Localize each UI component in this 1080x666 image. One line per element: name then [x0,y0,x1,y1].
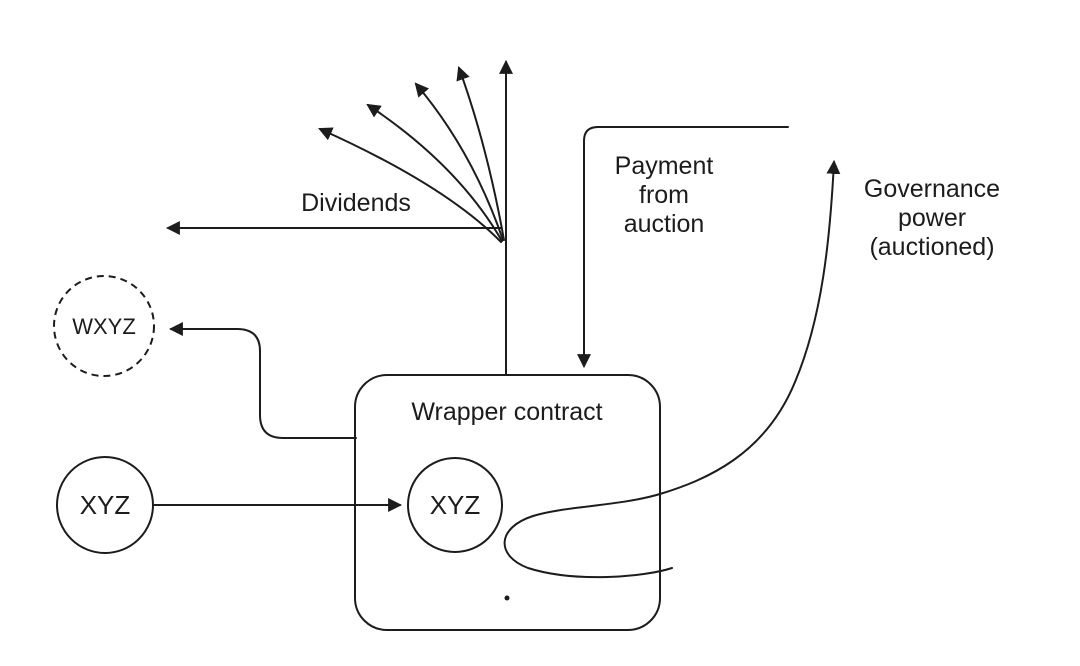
dividends-fan-arrow-3 [366,103,503,242]
wxyz-circle [53,275,155,377]
wrapper-contract-label: Wrapper contract [411,398,602,426]
payment-from-auction-arrow [577,126,789,369]
wrapped-xyz-circle [407,457,503,553]
payment-label-line-3: auction [624,210,705,238]
dividends-fan-arrow-4 [318,127,502,243]
payment-label-line-1: Payment [615,152,714,180]
dividends-fan-arrow-1 [456,66,505,241]
xyz-source-label: XYZ [80,490,131,520]
dividends-label: Dividends [301,189,411,217]
wrapper-contract-box [354,374,661,631]
wxyz-mint-arrow [168,322,357,439]
governance-label-line-3: (auctioned) [869,233,994,261]
dividends-fan-arrow-2 [414,82,504,241]
payment-label-line-2: from [639,181,689,209]
wrapped-xyz-label: XYZ [430,490,481,520]
dot-mark [504,595,510,601]
governance-power-arrow [503,159,841,579]
wxyz-label: WXYZ [72,314,136,339]
governance-label-line-1: Governance [864,175,1000,203]
governance-label-line-2: power [898,204,966,232]
